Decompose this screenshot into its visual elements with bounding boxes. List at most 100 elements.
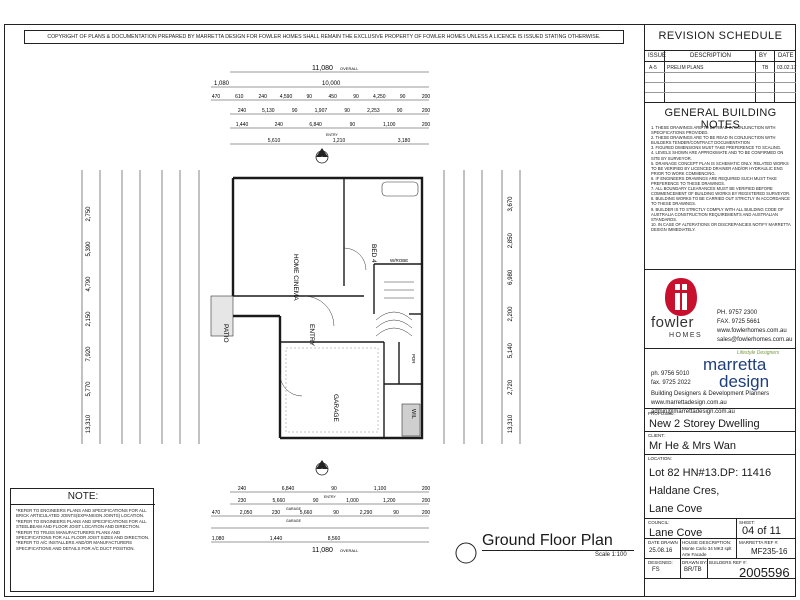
revision-header-issue: ISSUE: [648, 53, 667, 59]
top-dim-text: 4,250: [373, 94, 386, 100]
bottom-dim-text: 200: [422, 510, 431, 516]
marretta-web: www.marrettadesign.com.au: [651, 400, 727, 406]
fowler-email: sales@fowlerhomes.com.au: [717, 337, 793, 343]
bottom-dim-text: 6,840: [282, 486, 295, 492]
note-item: 5. DRAINAGE CONCEPT PLAN IS SCHEMATIC ON…: [651, 160, 789, 176]
marretta-email: admin@marrettadesign.com.au: [651, 409, 735, 415]
top-dim-text: 6,840: [309, 122, 322, 128]
note-item: 3. FIGURED DIMENSIONS MUST TAKE PREFEREN…: [651, 145, 782, 151]
fowler-name: fowler: [651, 314, 695, 331]
marretta-phone: ph. 9756 5010: [651, 371, 690, 377]
fowler-logo-icon: [665, 278, 697, 316]
plan-title-icon: [455, 542, 477, 564]
right-dim-text: 13,310: [508, 414, 514, 433]
marretta-tagline: Building Designers & Development Planner…: [651, 391, 770, 397]
revision-header-description: DESCRIPTION: [690, 53, 732, 59]
marretta-tag: Lifestyle Designers: [737, 350, 780, 356]
top-dim-text: 4,590: [280, 94, 293, 100]
top-dim-text: 200: [422, 122, 431, 128]
top-dim-text: 2,253: [367, 108, 380, 114]
bottom-dim-text: 1,200: [383, 498, 396, 504]
bottom-dim-text: 8,560: [328, 536, 341, 542]
top-dim-text: 470: [212, 94, 221, 100]
top-entry-label: ENTRY: [326, 133, 338, 137]
note-item: 9. BUILDER IS TO STRICTLY COMPLY WITH AL…: [651, 206, 784, 222]
bottom-entry-label: ENTRY: [324, 495, 336, 499]
marretta-design-block: Lifestyle Designers marretta design ph. …: [645, 349, 796, 429]
top-dim-text: 90: [397, 108, 403, 114]
top-dim-text: 3,180: [398, 138, 411, 144]
room-entry: ENTRY: [308, 324, 315, 347]
proposed-label: PROPOSED:: [648, 411, 675, 416]
sheet-value: 04 of 11: [742, 525, 781, 537]
bottom-dim-text: 90: [333, 510, 339, 516]
right-dim-text: 2,850: [508, 233, 514, 249]
marretta-name1: marretta: [703, 355, 767, 374]
marretta-fax: fax. 9725 2022: [651, 380, 691, 386]
left-dim-text: 4,790: [86, 276, 92, 292]
bottom-dim-text: 200: [422, 498, 431, 504]
fowler-phone: PH. 9757 2300: [717, 310, 758, 316]
top-dim-text: 90: [292, 108, 298, 114]
designed-value: FS: [652, 567, 660, 573]
note-item: 4. LEVELS SHOWN ARE APPROXIMATE AND TO B…: [651, 150, 784, 161]
top-dim-text: 1,907: [315, 108, 328, 114]
notes-list: 1. THESE DRAWINGS ARE TO BE READ IN CONJ…: [651, 125, 793, 232]
top-dim-text: 240: [275, 122, 284, 128]
location-suburb: Lane Cove: [649, 503, 703, 515]
bottom-dim-text: 240: [238, 486, 247, 492]
section-marker-top: A: [320, 157, 324, 163]
top-overall-label: OVERALL: [340, 66, 359, 71]
bottom-dim-text: 1,100: [374, 486, 387, 492]
drawn-label: DRAWN BY:: [682, 560, 708, 565]
sheet-label: SHEET:: [739, 520, 755, 525]
top-dim-text: 5,130: [262, 108, 275, 114]
client-label: CLIENT:: [648, 433, 665, 438]
bottom-dim-text: 2,050: [240, 510, 253, 516]
top-dim-text: 200: [422, 94, 431, 100]
top-dim-text: 90: [350, 122, 356, 128]
top-overall-value: 11,080: [312, 65, 333, 72]
fowler-sub: HOMES: [669, 332, 703, 339]
revision-header-by: BY: [759, 53, 768, 59]
room-pdr: PDR: [411, 354, 416, 364]
general-building-notes: GENERAL BUILDING NOTES 1. THESE DRAWINGS…: [645, 103, 796, 269]
location-street: Haldane Cres,: [649, 485, 720, 497]
top-dim-text: 1,440: [236, 122, 249, 128]
revision-schedule: REVISION SCHEDULE ISSUE DESCRIPTION BY D…: [645, 24, 796, 102]
note-item: 1. THESE DRAWINGS ARE TO BE READ IN CONJ…: [651, 125, 776, 136]
section-marker-bottom-icon: A: [315, 460, 329, 476]
copyright-text: COPYRIGHT OF PLANS & DOCUMENTATION PREPA…: [47, 34, 601, 40]
note-item: 7. ALL BOUNDARY CLEARANCES MUST BE VERIF…: [651, 186, 791, 197]
right-dim-text: 2,720: [508, 379, 514, 395]
top-dim-10000: 10,000: [322, 81, 341, 87]
bottom-dim-text: 200: [422, 486, 431, 492]
top-dim-text: 200: [422, 108, 431, 114]
floor-plan-drawing: HOME CINEMA BED 4 ENTRY PATIO GARAGE WIL…: [81, 65, 521, 554]
fowler-web: www.fowlerhomes.com.au: [717, 328, 787, 334]
top-dim-text: 90: [307, 94, 313, 100]
revision-row-issue: A-5: [649, 65, 657, 71]
title-block-divider: [644, 24, 645, 597]
left-dim-text: 2,750: [86, 206, 92, 222]
notes-title: GENERAL BUILDING NOTES: [664, 107, 777, 131]
council-label: COUNCIL:: [648, 520, 670, 525]
plan-scale: Scale 1:100: [595, 552, 627, 558]
location-lot: Lot 82 HN#13.DP: 11416: [649, 467, 772, 479]
left-dim-text: 13,310: [86, 414, 92, 433]
designed-label: DESIGNED:: [648, 560, 673, 565]
proposed-value: New 2 Storey Dwelling: [649, 418, 760, 430]
bottom-garage-label-2: GARAGE: [286, 519, 302, 523]
left-dim-text: 2,150: [86, 311, 92, 327]
revision-row-description: PRELIM PLANS: [667, 65, 704, 71]
bottom-dim-text: 5,660: [273, 498, 286, 504]
left-dim-text: 5,390: [86, 241, 92, 257]
plan-note-item: *REFER TO ENGINEERS PLANS AND SPECIFICAT…: [16, 508, 147, 519]
top-dim-text: 1,210: [333, 138, 346, 144]
bottom-garage-label-1: GARAGE: [286, 507, 302, 511]
bottom-dim-text: 1,000: [346, 498, 359, 504]
top-dim-1080: 1,080: [214, 81, 230, 87]
bottom-dim-text: 1,440: [270, 536, 283, 542]
left-dim-text: 7,920: [86, 346, 92, 362]
note-item: 8. BUILDING WORKS TO BE CARRIED OUT STRI…: [651, 196, 790, 207]
